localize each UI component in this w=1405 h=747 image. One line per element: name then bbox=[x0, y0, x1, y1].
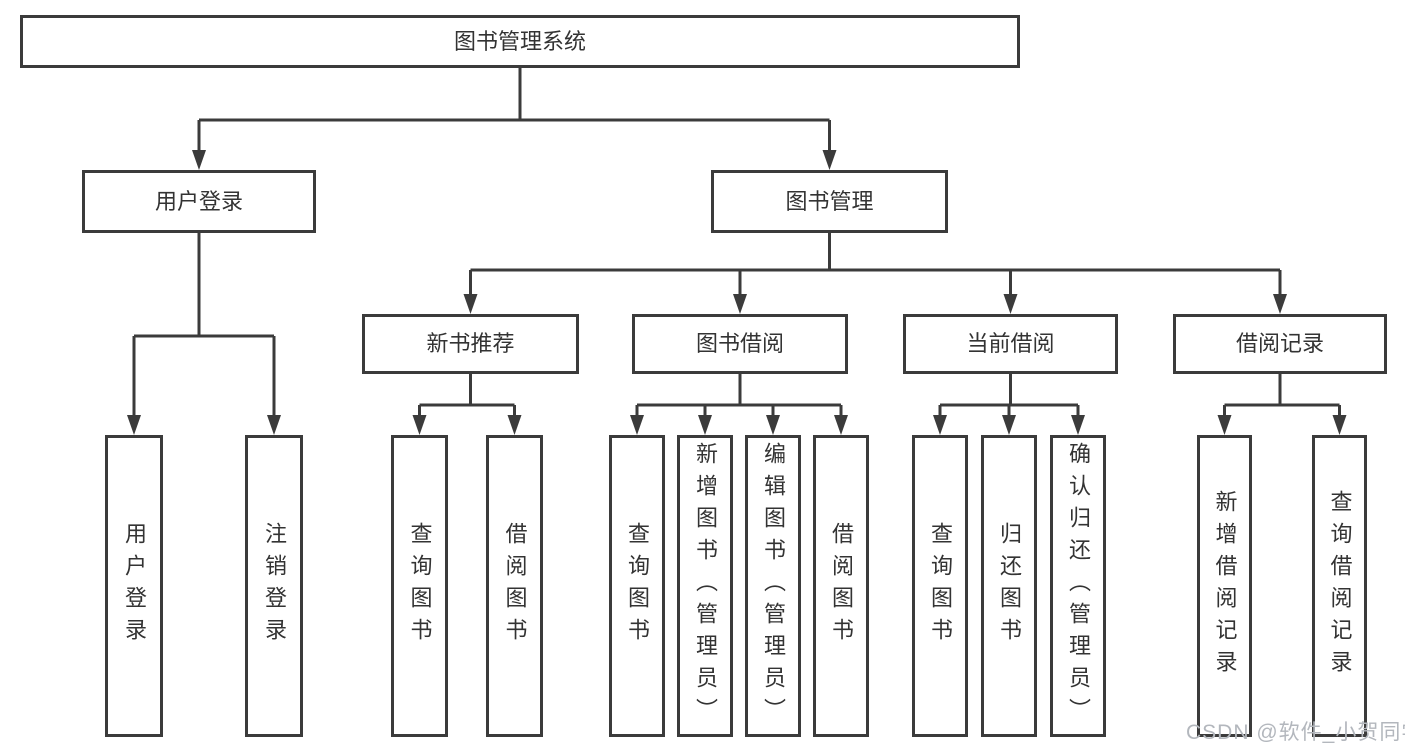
leaf-query-borrow-record: 查询借阅记录 bbox=[1312, 435, 1367, 737]
node-label: 查询图书 bbox=[928, 522, 953, 650]
node-library-system: 图书管理系统 bbox=[20, 15, 1020, 68]
node-label: 借阅图书 bbox=[502, 522, 528, 650]
node-label: 用户登录 bbox=[122, 522, 147, 650]
csdn-watermark: CSDN @软件_小贺同学 bbox=[1186, 721, 1405, 744]
leaf-query-books-current: 查询图书 bbox=[912, 435, 968, 737]
node-label: 新增借阅记录 bbox=[1212, 490, 1238, 682]
leaf-borrow-books: 借阅图书 bbox=[813, 435, 869, 737]
node-book-borrowing: 图书借阅 bbox=[632, 314, 848, 374]
leaf-add-borrow-record: 新增借阅记录 bbox=[1197, 435, 1252, 737]
leaf-logout: 注销登录 bbox=[245, 435, 303, 737]
node-label: 借阅记录 bbox=[1235, 331, 1324, 356]
node-label: 新书推荐 bbox=[426, 331, 515, 356]
node-new-book-recommend: 新书推荐 bbox=[362, 314, 579, 374]
node-current-borrowing: 当前借阅 bbox=[903, 314, 1118, 374]
node-label: 当前借阅 bbox=[966, 331, 1055, 356]
leaf-add-book-admin: 新增图书（管理员） bbox=[677, 435, 733, 737]
leaf-borrow-books-recommend: 借阅图书 bbox=[486, 435, 543, 737]
node-label: 图书管理 bbox=[785, 188, 874, 214]
node-label: 确认归还（管理员） bbox=[1066, 442, 1091, 730]
leaf-query-books-borrowing: 查询图书 bbox=[609, 435, 665, 737]
node-borrowing-records: 借阅记录 bbox=[1173, 314, 1387, 374]
node-user-login: 用户登录 bbox=[82, 170, 316, 233]
leaf-query-books-recommend: 查询图书 bbox=[391, 435, 448, 737]
node-label: 用户登录 bbox=[154, 188, 243, 214]
node-label: 查询图书 bbox=[407, 522, 433, 650]
leaf-user-login: 用户登录 bbox=[105, 435, 163, 737]
node-label: 新增图书（管理员） bbox=[693, 442, 718, 730]
node-label: 查询借阅记录 bbox=[1327, 490, 1353, 682]
node-label: 查询图书 bbox=[625, 522, 650, 650]
leaf-edit-book-admin: 编辑图书（管理员） bbox=[745, 435, 801, 737]
node-label: 编辑图书（管理员） bbox=[761, 442, 786, 730]
leaf-confirm-return-admin: 确认归还（管理员） bbox=[1050, 435, 1106, 737]
node-label: 图书借阅 bbox=[695, 331, 784, 356]
node-label: 图书管理系统 bbox=[453, 28, 586, 54]
node-label: 借阅图书 bbox=[829, 522, 854, 650]
leaf-return-book: 归还图书 bbox=[981, 435, 1037, 737]
node-book-management: 图书管理 bbox=[711, 170, 948, 233]
node-label: 注销登录 bbox=[262, 522, 287, 650]
node-label: 归还图书 bbox=[997, 522, 1022, 650]
